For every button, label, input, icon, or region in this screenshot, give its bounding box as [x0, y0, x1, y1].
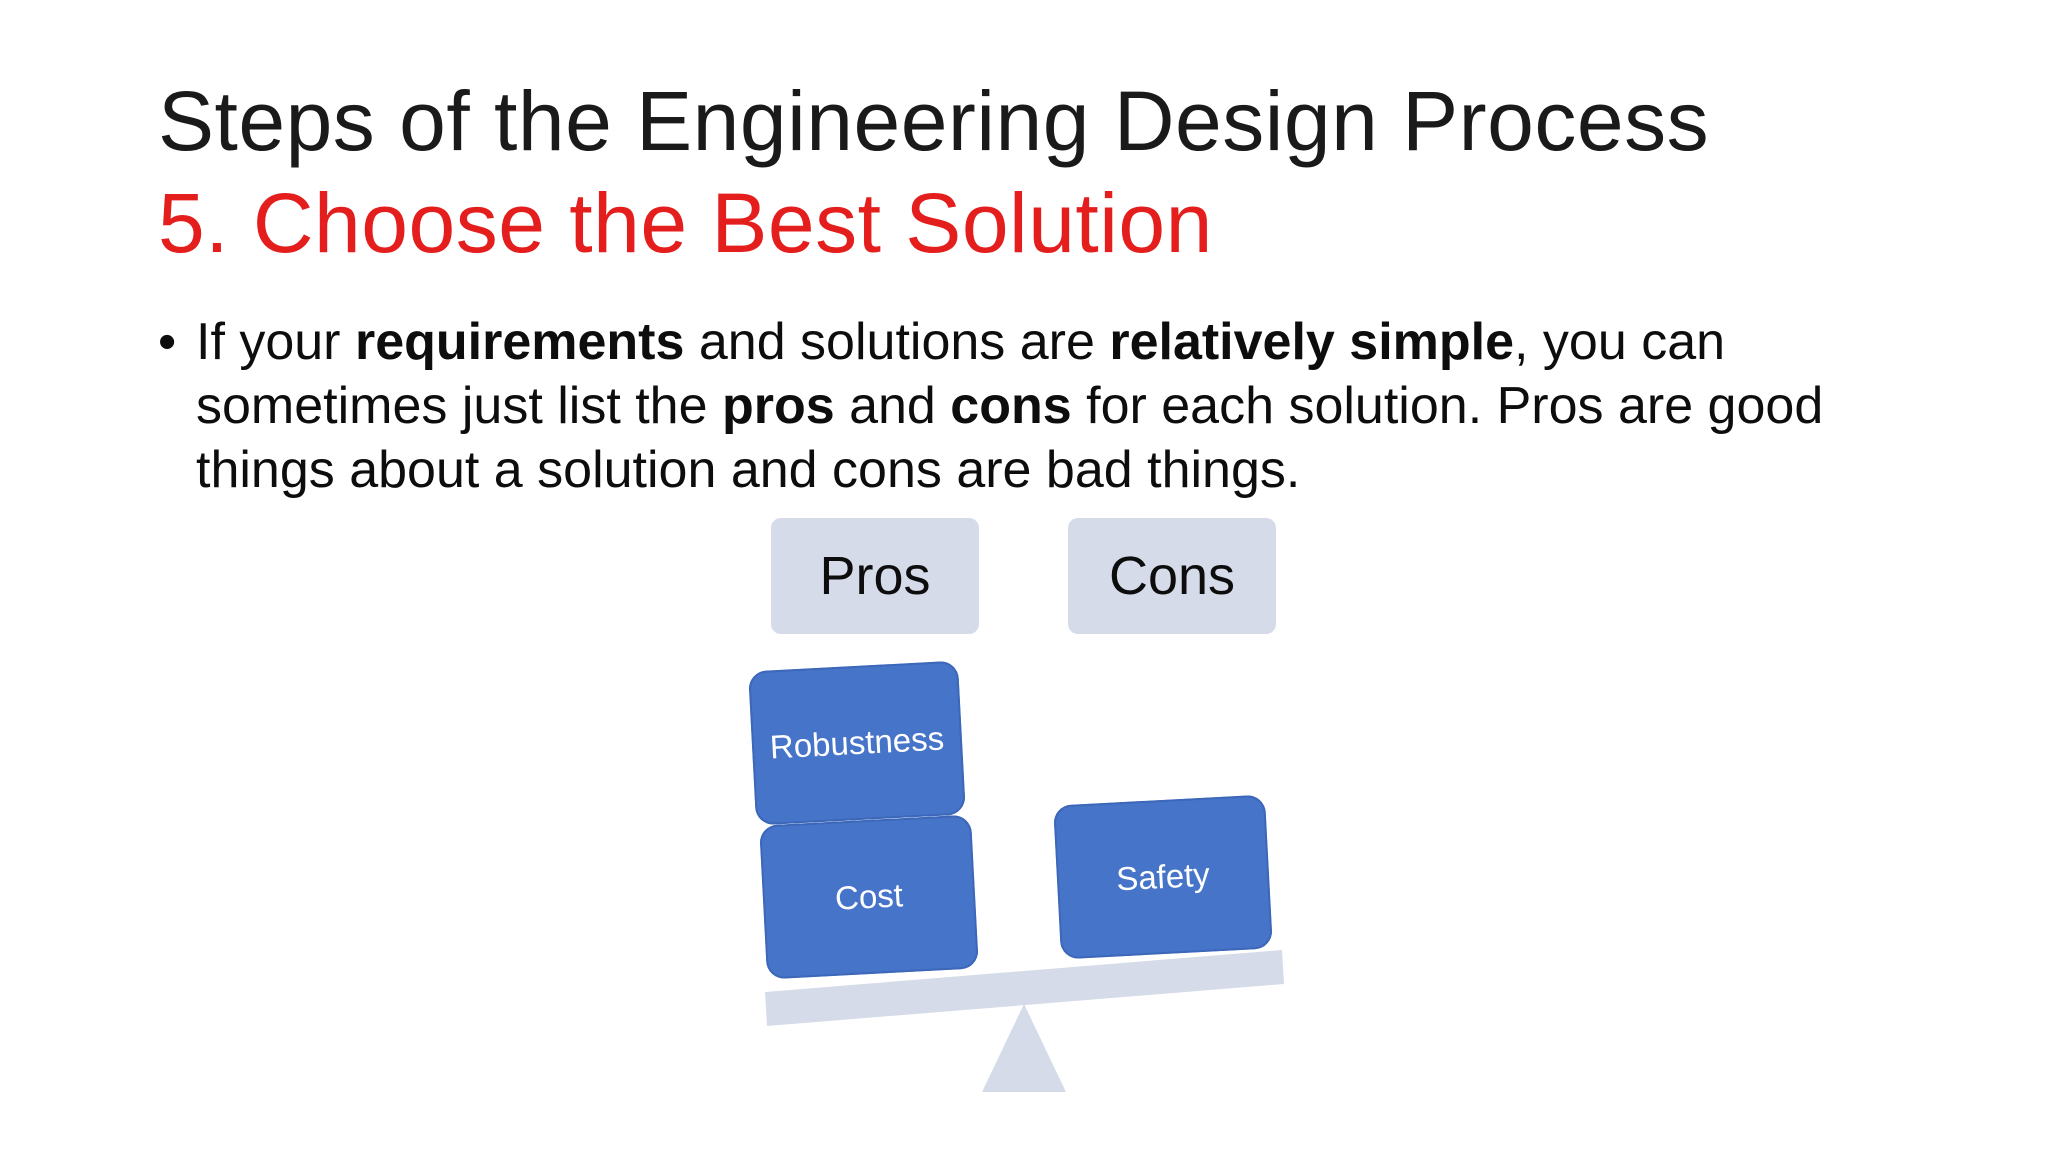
bullet-part-bold: relatively simple [1109, 313, 1515, 371]
balance-beam [765, 950, 1284, 1026]
bullet-part: for each solution. Pros are good things … [196, 377, 1824, 499]
bullet-paragraph: • If your requirements and solutions are… [158, 310, 1938, 502]
pros-header-box: Pros [771, 518, 979, 634]
bullet-marker: • [158, 313, 177, 371]
cons-block-safety: Safety [1053, 794, 1273, 960]
title-line-1: Steps of the Engineering Design Process [158, 74, 1710, 168]
balance-fulcrum [982, 1004, 1066, 1092]
bullet-part: , you can sometimes just list the [196, 313, 1726, 435]
bullet-part: If your [196, 313, 355, 371]
bullet-part-bold: requirements [354, 313, 685, 371]
slide-title: Steps of the Engineering Design Process … [158, 70, 1958, 274]
bullet-part-bold: pros [721, 377, 835, 435]
bullet-part-bold: cons [950, 377, 1072, 435]
pros-block-robustness: Robustness [748, 660, 966, 826]
title-line-2: 5. Choose the Best Solution [158, 176, 1213, 270]
cons-header-box: Cons [1068, 518, 1276, 634]
balance-scale [765, 950, 1284, 1092]
bullet-part: and [834, 377, 951, 435]
bullet-part: and solutions are [684, 313, 1110, 371]
bullet-text: If your requirements and solutions are r… [196, 310, 1938, 502]
